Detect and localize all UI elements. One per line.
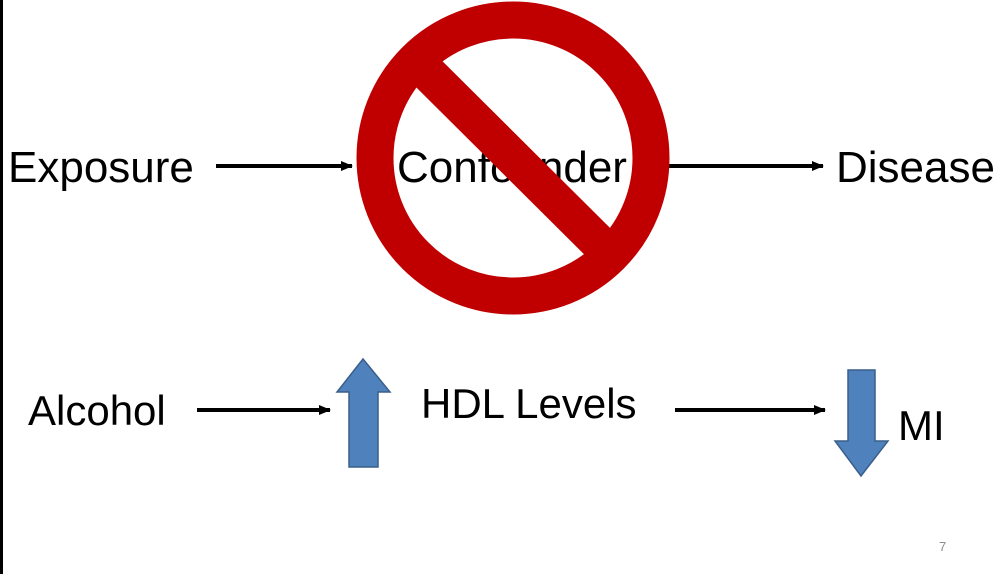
up-block-arrow-icon [335,357,392,468]
down-block-arrow-icon [833,369,890,478]
label-exposure: Exposure [8,143,194,192]
label-hdl-levels: HDL Levels [421,380,637,427]
label-disease: Disease [836,143,995,192]
left-border [0,0,3,574]
slide-number: 7 [939,539,947,554]
label-alcohol: Alcohol [28,387,166,434]
label-confounder: Confounder [397,143,627,192]
label-mi: MI [898,402,945,449]
